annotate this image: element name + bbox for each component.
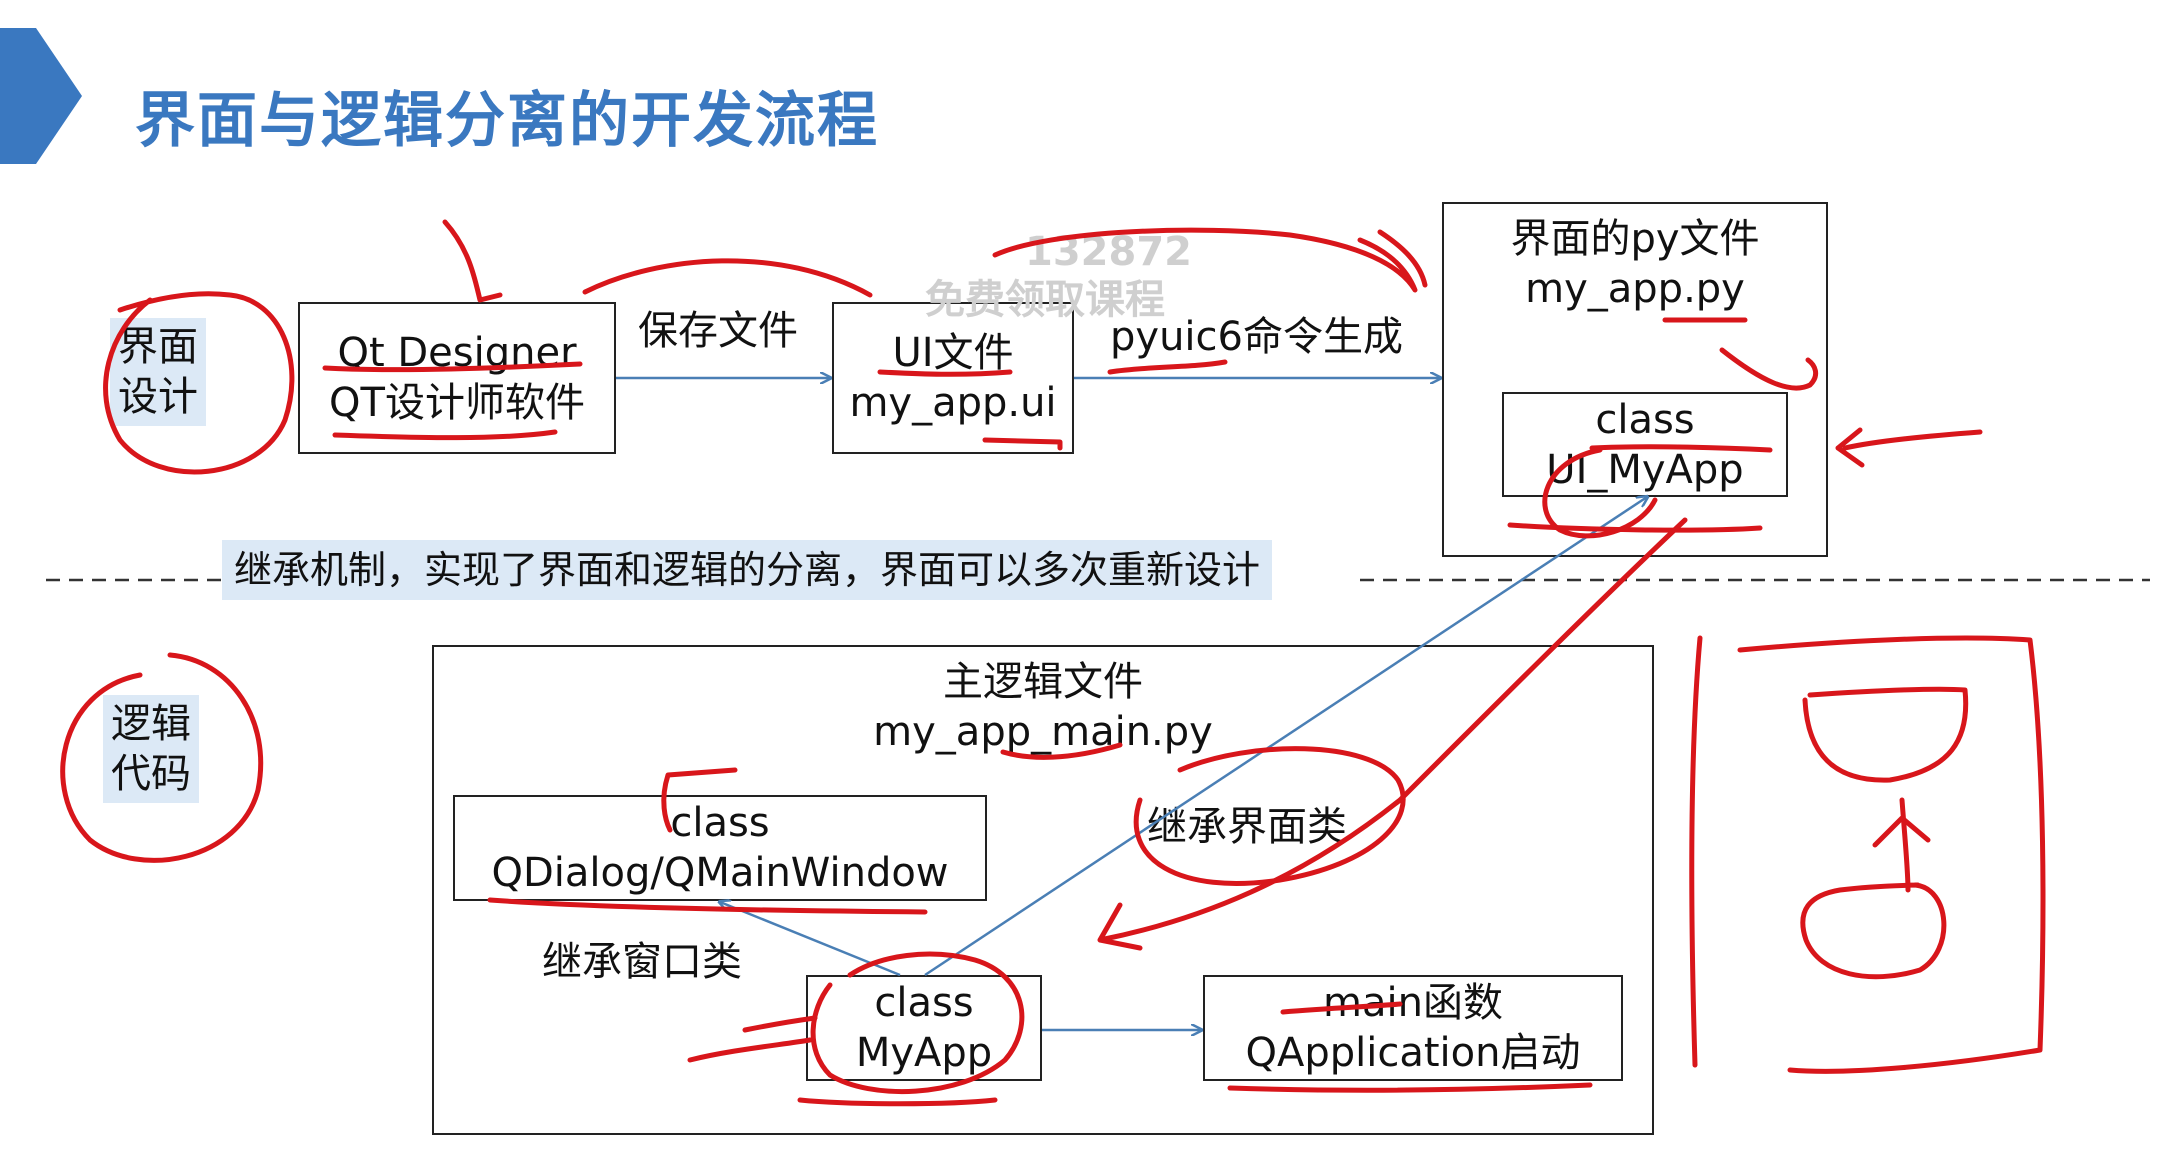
node-line: my_app_main.py — [873, 709, 1213, 755]
node-line: main函数 — [1323, 980, 1503, 1026]
node-line: UI文件 — [892, 330, 1014, 376]
main-func-box: main函数 QApplication启动 — [1203, 975, 1623, 1081]
node-line: class — [874, 980, 974, 1026]
watermark-line: 免费领取课程 — [925, 277, 1165, 323]
edge-label-pyuic: pyuic6命令生成 — [1110, 314, 1403, 360]
section-tag-line: 设计 — [118, 374, 198, 420]
node-line: my_app.py — [1525, 266, 1745, 312]
section-tag-logic-code: 逻辑 代码 — [103, 695, 199, 803]
page-title: 界面与逻辑分离的开发流程 — [135, 86, 879, 156]
qt-designer-box: Qt Designer QT设计师软件 — [298, 302, 616, 454]
watermark-line: 132872 — [1025, 229, 1192, 275]
myapp-box: class MyApp — [806, 975, 1042, 1081]
node-line: Qt Designer — [337, 330, 577, 376]
section-tag-line: 逻辑 — [111, 701, 191, 747]
section-tag-line: 代码 — [111, 751, 191, 797]
node-line: UI_MyApp — [1546, 446, 1744, 493]
node-line: my_app.ui — [849, 380, 1057, 426]
py-file-box: 界面的py文件 my_app.py — [1442, 202, 1828, 557]
node-line: 主逻辑文件 — [943, 659, 1143, 705]
section-tag-ui-design: 界面 设计 — [110, 318, 206, 426]
edge-label-inherit-window: 继承窗口类 — [542, 939, 742, 985]
ui-file-box: UI文件 my_app.ui — [832, 302, 1074, 454]
watermark: 132872 免费领取课程 — [905, 228, 1192, 324]
corner-arrow-shape — [0, 28, 82, 164]
qdialog-box: class QDialog/QMainWindow — [453, 795, 987, 901]
node-line: QApplication启动 — [1245, 1030, 1581, 1076]
node-line: MyApp — [855, 1030, 993, 1076]
node-line: QDialog/QMainWindow — [491, 850, 949, 896]
ui-class-box: class UI_MyApp — [1502, 392, 1788, 497]
section-tag-line: 界面 — [118, 324, 198, 370]
node-line: 界面的py文件 — [1510, 216, 1760, 262]
inheritance-note: 继承机制，实现了界面和逻辑的分离，界面可以多次重新设计 — [222, 540, 1273, 600]
node-line: class — [1595, 396, 1695, 443]
node-line: class — [670, 800, 770, 846]
edge-label-inherit-ui: 继承界面类 — [1147, 804, 1347, 850]
edge-label-save-file: 保存文件 — [638, 308, 798, 354]
node-line: QT设计师软件 — [329, 380, 585, 426]
